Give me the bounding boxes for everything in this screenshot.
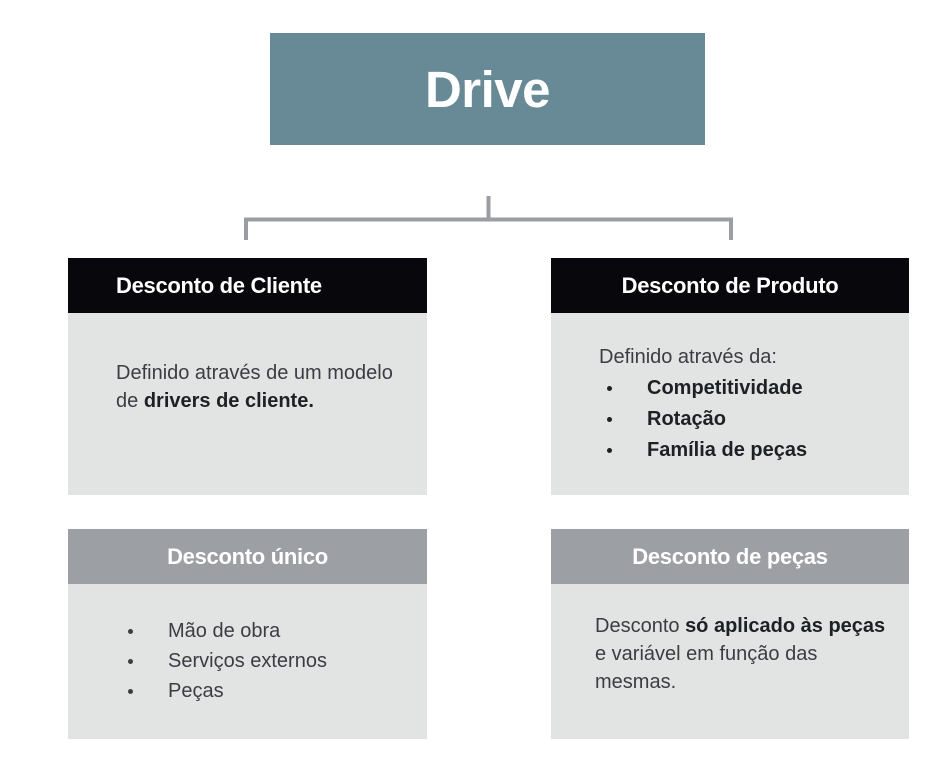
card-desconto-de-pecas: Desconto de peças Desconto só aplicado à… (551, 529, 909, 739)
paragraph-part-2: e variável em função das mesmas. (595, 643, 818, 693)
card-header-desconto-de-cliente: Desconto de Cliente (68, 258, 427, 313)
list-item: Rotação (595, 404, 893, 435)
card-paragraph: Desconto só aplicado às peças e variável… (595, 612, 893, 696)
card-title-desconto-unico: Desconto único (167, 543, 328, 569)
card-desconto-de-produto: Desconto de Produto Definido através da:… (551, 258, 909, 495)
root-node-drive: Drive (270, 33, 705, 145)
bullet-list: Competitividade Rotação Família de peças (595, 373, 893, 466)
card-body-desconto-de-cliente: Definido através de um modelo de drivers… (68, 313, 427, 495)
list-item: Serviços externos (116, 646, 411, 676)
list-item: Peças (116, 676, 411, 706)
list-item: Família de peças (595, 435, 893, 466)
card-header-desconto-de-pecas: Desconto de peças (551, 529, 909, 584)
card-header-desconto-de-produto: Desconto de Produto (551, 258, 909, 313)
list-item: Mão de obra (116, 616, 411, 646)
paragraph-part-1: Definido através de um modelo de (116, 362, 393, 412)
card-body-desconto-de-pecas: Desconto só aplicado às peças e variável… (551, 584, 909, 739)
paragraph-part-1: Desconto (595, 615, 686, 637)
card-title-desconto-de-produto: Desconto de Produto (621, 272, 839, 298)
card-lead-text: Definido através da: (599, 346, 777, 368)
paragraph-bold: drivers de cliente. (143, 390, 314, 412)
card-body-desconto-unico: Mão de obra Serviços externos Peças (68, 584, 427, 739)
paragraph-bold: só aplicado às peças (685, 615, 886, 637)
card-body-desconto-de-produto: Definido através da: Competitividade Rot… (551, 313, 909, 495)
bullet-list: Mão de obra Serviços externos Peças (116, 616, 411, 706)
card-desconto-unico: Desconto único Mão de obra Serviços exte… (68, 529, 427, 739)
card-title-desconto-de-cliente: Desconto de Cliente (116, 272, 322, 298)
card-paragraph: Definido através de um modelo de drivers… (116, 359, 407, 415)
card-title-desconto-de-pecas: Desconto de peças (632, 543, 828, 569)
list-item: Competitividade (595, 373, 893, 404)
root-node-label: Drive (424, 60, 551, 118)
card-desconto-de-cliente: Desconto de Cliente Definido através de … (68, 258, 427, 495)
card-header-desconto-unico: Desconto único (68, 529, 427, 584)
